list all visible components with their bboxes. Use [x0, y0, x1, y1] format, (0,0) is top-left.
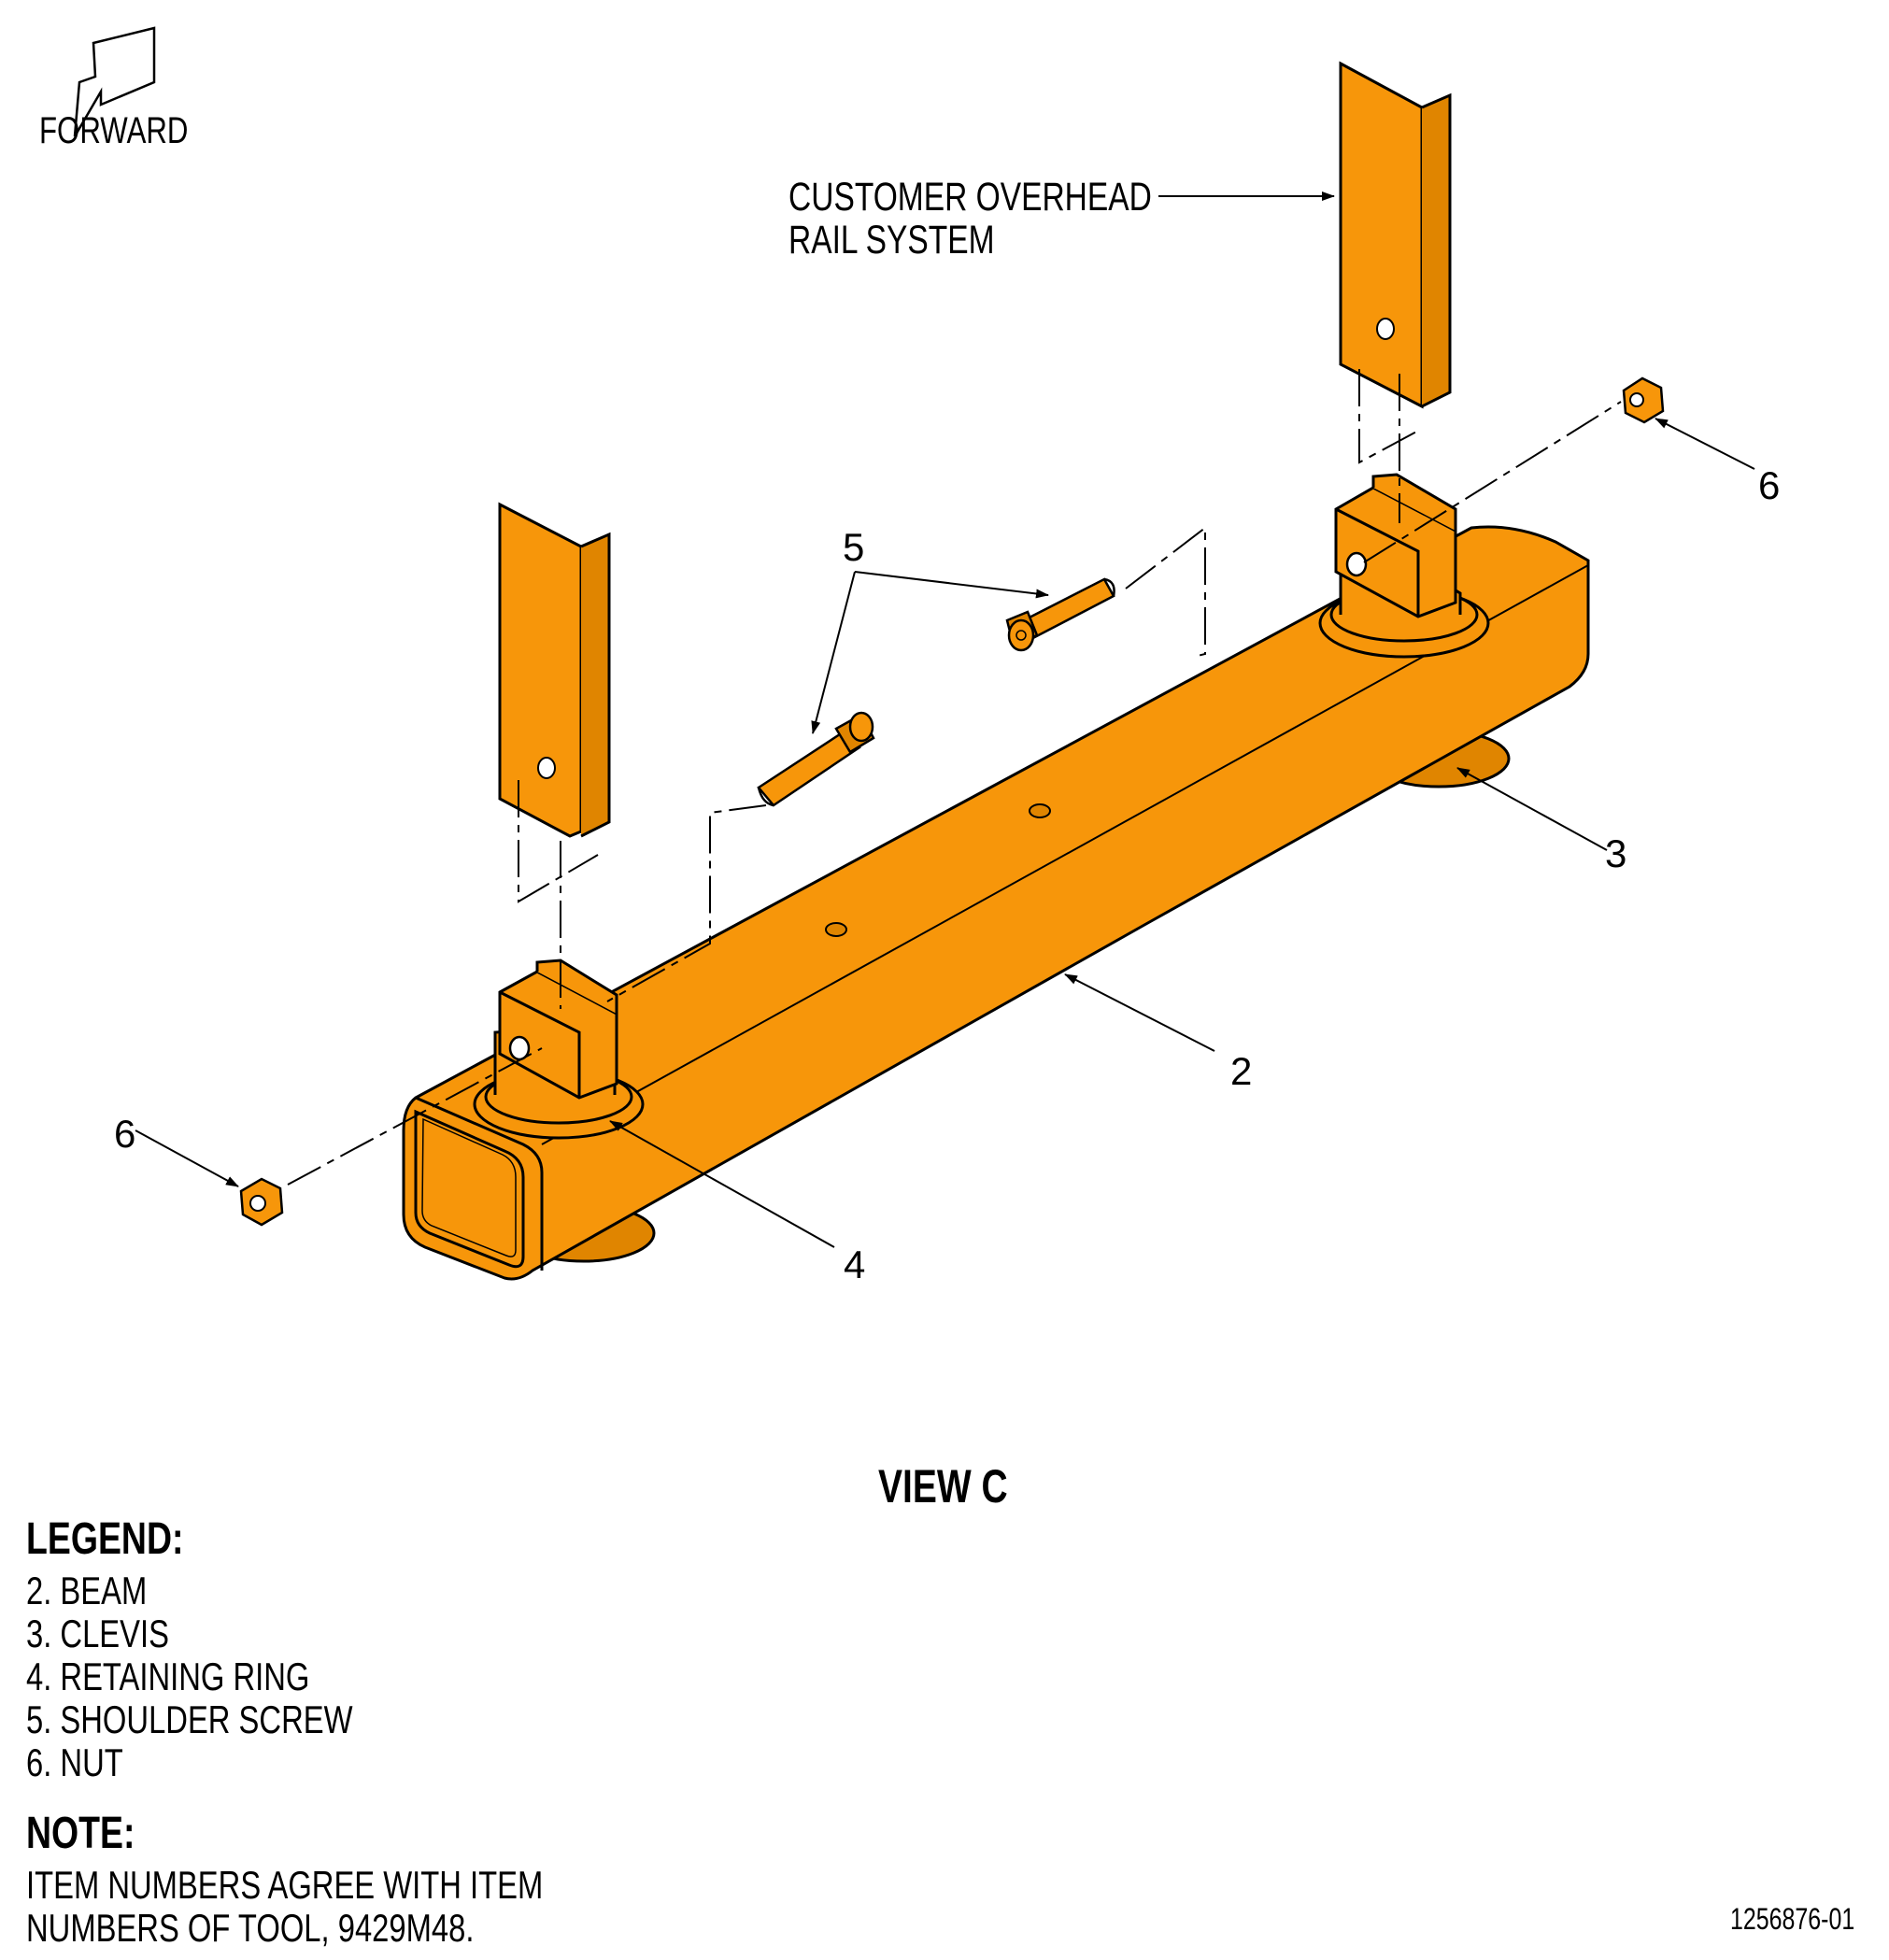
forward-label: FORWARD [39, 110, 189, 151]
legend-item: 3. CLEVIS [26, 1612, 169, 1655]
view-title: VIEW C [878, 1460, 1008, 1513]
shoulder-screw-left [757, 711, 875, 807]
legend-item: 4. RETAINING RING [26, 1655, 310, 1698]
leader-lines [135, 192, 1755, 1248]
clevis-right [1318, 473, 1490, 659]
rail-callout: CUSTOMER OVERHEAD RAIL SYSTEM [788, 176, 1152, 262]
callout-beam: 2 [1230, 1049, 1253, 1093]
callout-nut-left: 6 [114, 1112, 136, 1156]
forward-arrow-icon [73, 26, 156, 137]
callout-clevis: 3 [1605, 831, 1627, 875]
nut-left [239, 1177, 284, 1227]
legend-item: 6. NUT [26, 1740, 123, 1784]
clevis-left [473, 959, 645, 1140]
callout-retaining-ring: 4 [844, 1243, 866, 1286]
overhead-rail-left [498, 502, 611, 838]
rail-callout-line: RAIL SYSTEM [788, 218, 995, 263]
legend-list: 2. BEAM 3. CLEVIS 4. RETAINING RING 5. S… [26, 1569, 353, 1784]
callout-nut-right: 6 [1758, 463, 1781, 507]
beam-hole [1029, 803, 1051, 818]
beam-hole [825, 922, 847, 937]
overhead-rail-right [1339, 61, 1452, 409]
rail-callout-line: CUSTOMER OVERHEAD [788, 175, 1152, 220]
callout-shoulder-screw: 5 [843, 525, 865, 569]
note-text: ITEM NUMBERS AGREE WITH ITEM NUMBERS OF … [26, 1863, 544, 1950]
document-number: 1256876-01 [1730, 1902, 1855, 1936]
nut-right [1622, 376, 1665, 424]
legend-heading: LEGEND: [26, 1514, 184, 1564]
legend-item: 5. SHOULDER SCREW [26, 1697, 353, 1741]
note-heading: NOTE: [26, 1809, 135, 1858]
legend-item: 2. BEAM [26, 1569, 148, 1612]
shoulder-screw-right [1005, 577, 1115, 652]
assembly-centerlines [287, 369, 1622, 1186]
